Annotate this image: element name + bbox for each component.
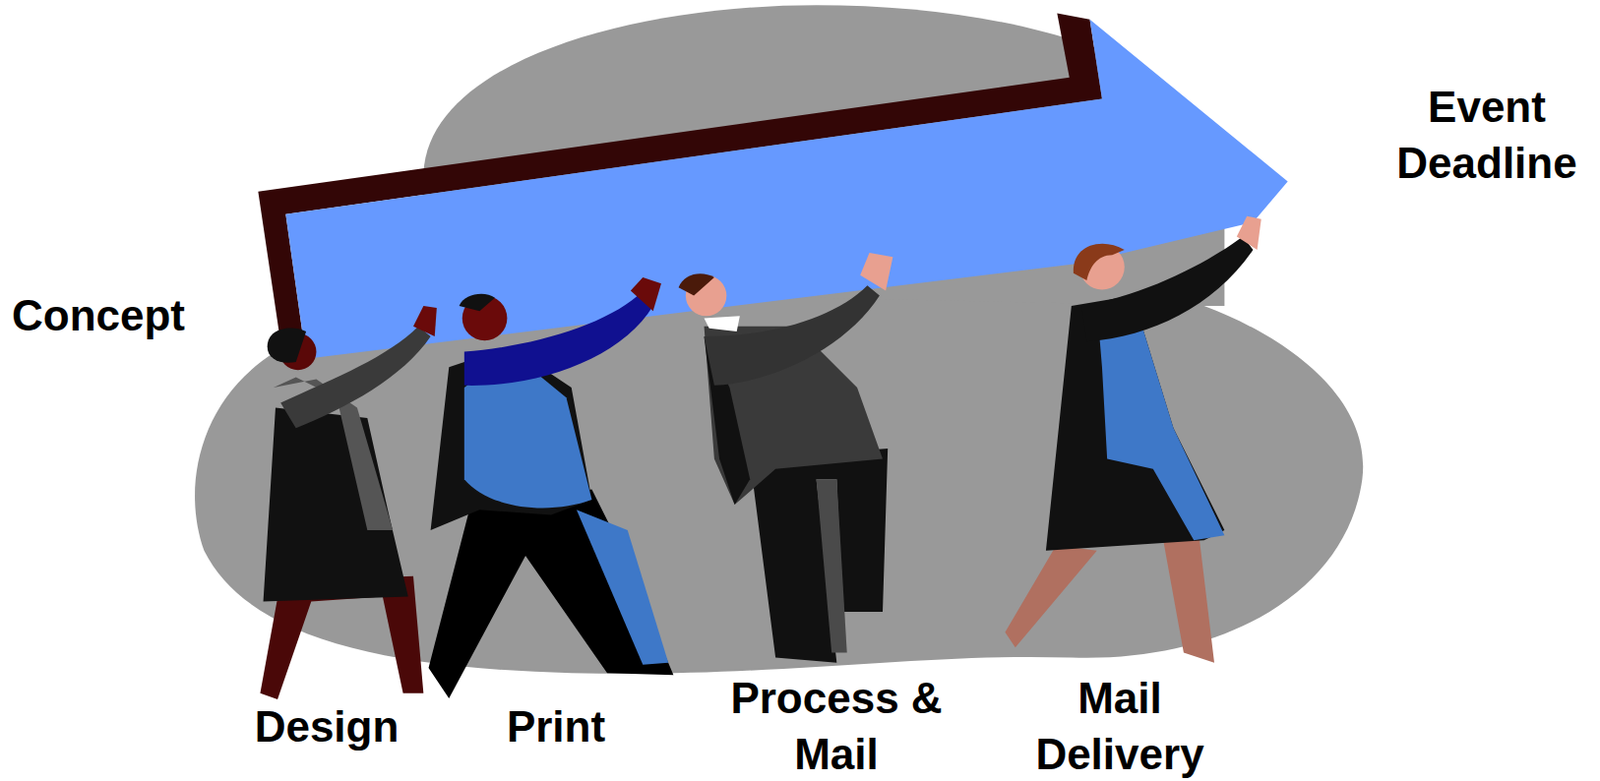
- figure-delivery: [1004, 216, 1261, 664]
- figure-print: [429, 277, 675, 699]
- figure-leg-shade: [816, 479, 848, 653]
- figure-collar: [704, 315, 740, 332]
- figure-legs: [429, 490, 675, 699]
- stage-label: Concept: [11, 287, 209, 344]
- figure-hand: [1236, 216, 1262, 250]
- arrow-body: [285, 19, 1288, 360]
- stage-label: Mail Delivery: [1006, 670, 1233, 781]
- background-blob: [194, 4, 1363, 675]
- figure-legs: [1004, 535, 1215, 664]
- figure-hand: [860, 252, 893, 291]
- figure-hand: [630, 277, 662, 311]
- figure-skirt: [1046, 296, 1225, 552]
- figure-stripe: [576, 509, 669, 666]
- figure-hair: [1073, 244, 1125, 281]
- figure-hair: [459, 294, 495, 311]
- stage-label: Event Deadline: [1373, 78, 1600, 191]
- big-arrow: [257, 12, 1288, 364]
- stage-label: Process & Mail: [723, 670, 950, 781]
- figure-arm: [704, 285, 880, 386]
- stage-label: Design: [228, 698, 426, 755]
- figure-design: [259, 306, 436, 700]
- figure-hair: [267, 328, 307, 364]
- figure-hair: [678, 273, 715, 296]
- figure-legs: [749, 448, 888, 664]
- figure-skirt: [263, 408, 409, 603]
- figure-hand: [413, 306, 437, 337]
- figure-process: [678, 252, 894, 664]
- stage-label: Print: [457, 698, 655, 755]
